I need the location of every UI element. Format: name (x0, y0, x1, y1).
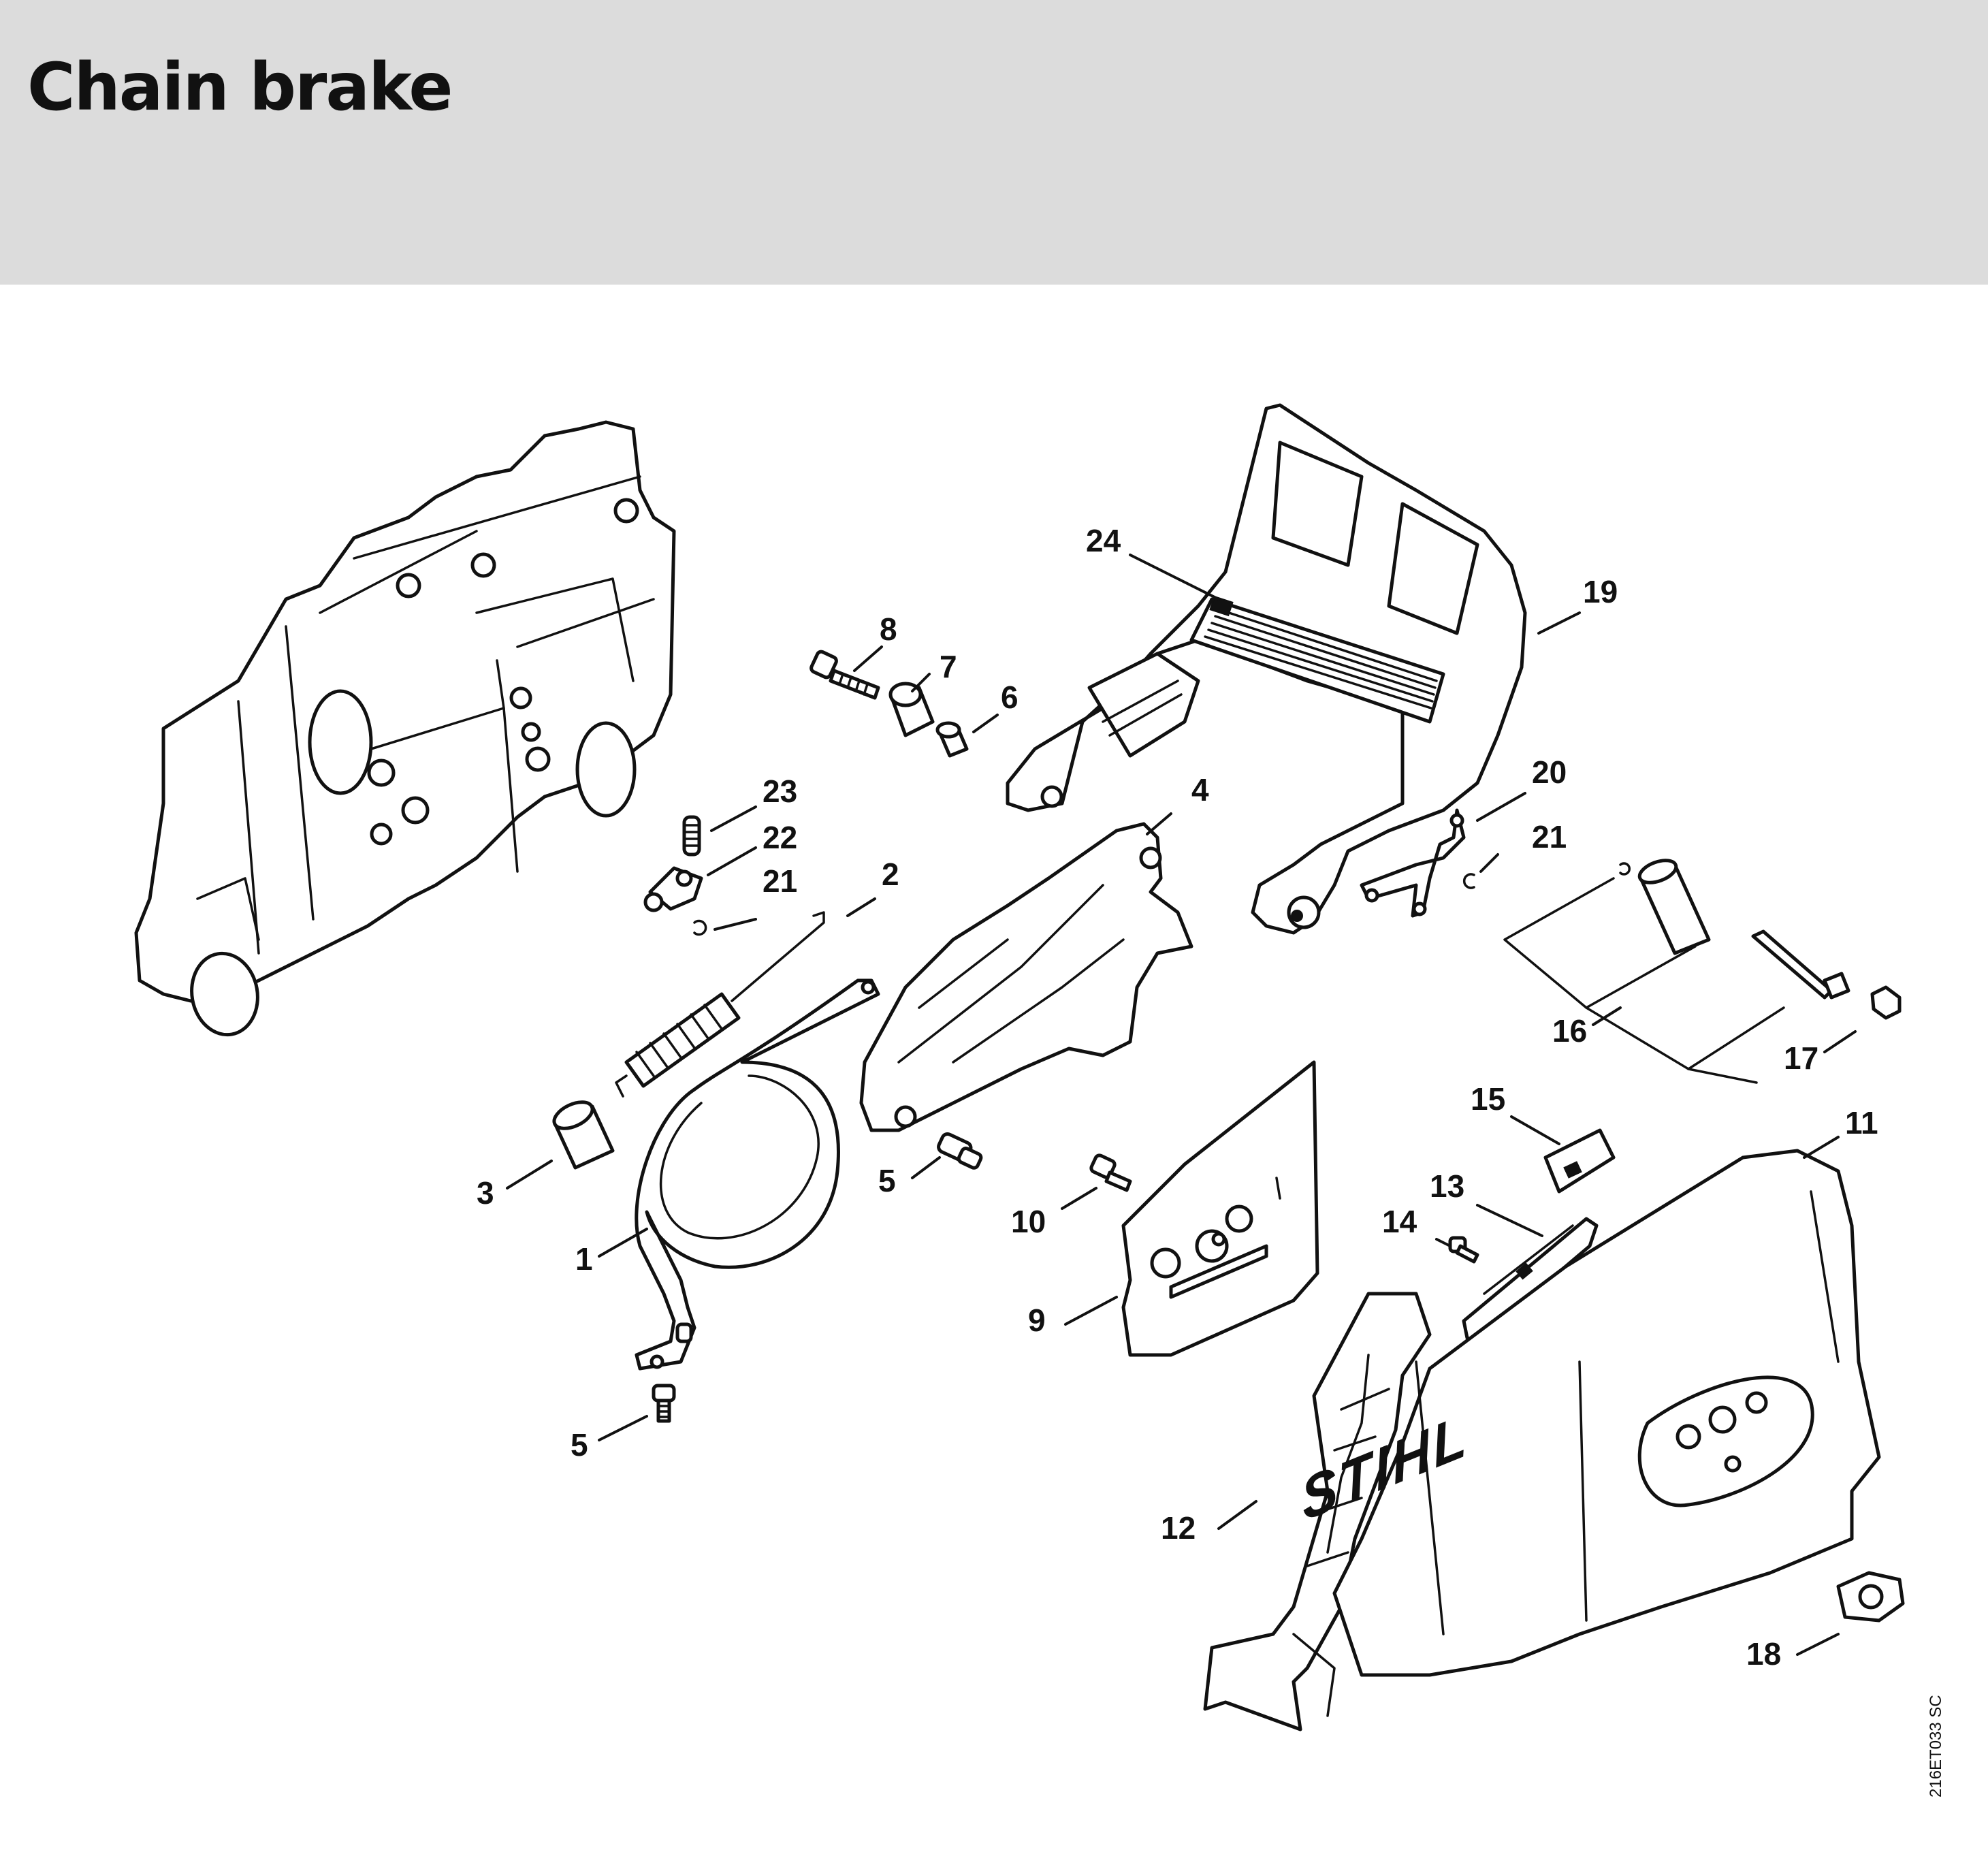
part-18-nut (1836, 1571, 1905, 1623)
callout-21-right: 21 (1532, 819, 1567, 855)
callout-20: 20 (1532, 754, 1567, 790)
callout-11: 11 (1845, 1105, 1878, 1140)
callout-8: 8 (880, 611, 897, 647)
callout-7: 7 (940, 649, 957, 684)
part-13-chain-catcher (1462, 1217, 1599, 1343)
part-4-brake-lever (859, 822, 1193, 1132)
part-8-bolt (809, 650, 880, 700)
callout-21-left: 21 (763, 863, 797, 899)
callout-4: 4 (1191, 772, 1209, 808)
callout-6: 6 (1001, 680, 1019, 715)
callout-17: 17 (1784, 1040, 1818, 1076)
callout-15: 15 (1471, 1081, 1505, 1117)
part-14-screw (1448, 1236, 1479, 1264)
part-2-tension-spring (615, 911, 825, 1098)
callout-24: 24 (1086, 523, 1121, 558)
part-6-bushing (935, 721, 969, 758)
callout-12: 12 (1161, 1510, 1196, 1546)
part-12-side-cover-strip (1203, 1292, 1432, 1731)
callout-5-lower: 5 (571, 1427, 588, 1463)
part-17-nut (1870, 985, 1902, 1020)
callout-2: 2 (882, 857, 899, 892)
part-19-hand-guard (1006, 403, 1527, 935)
part-20-linkage (1360, 808, 1466, 918)
part-15-insert (1543, 1128, 1616, 1194)
callout-5-middle: 5 (878, 1163, 896, 1198)
leader-lines (506, 554, 1857, 1656)
callout-3: 3 (477, 1175, 494, 1211)
callout-22: 22 (763, 820, 797, 855)
diagram-reference-code: 216ET033 SC (1927, 1695, 1945, 1798)
callout-10: 10 (1011, 1204, 1046, 1239)
header-band (0, 0, 1988, 285)
part-5-screw-lower (652, 1384, 676, 1423)
part-1-brake-band (635, 978, 880, 1371)
callout-13: 13 (1430, 1168, 1464, 1204)
callouts: 3 1 2 4 5 5 6 7 8 9 10 11 12 13 14 15 16… (477, 523, 1878, 1672)
callout-23: 23 (763, 773, 797, 809)
part-16-sleeve-group (1503, 859, 1850, 1084)
part-23-small-spring (682, 815, 701, 857)
part-22-lever-piece (643, 866, 703, 912)
part-3-sleeve (552, 1100, 615, 1170)
part-5-screw-middle (937, 1132, 983, 1170)
part-21-clip-right (1462, 873, 1475, 889)
part-9-cover-plate (1121, 1060, 1319, 1357)
page-title: Chain brake (27, 49, 453, 125)
callout-14: 14 (1382, 1204, 1417, 1239)
part-10-screw (1089, 1153, 1132, 1192)
callout-16: 16 (1552, 1013, 1587, 1049)
callout-18: 18 (1746, 1636, 1781, 1672)
crankcase-housing (134, 420, 676, 1037)
part-11-sprocket-cover (1332, 1149, 1881, 1677)
callout-9: 9 (1028, 1303, 1046, 1338)
callout-1: 1 (575, 1241, 593, 1277)
part-21-clip-left (693, 919, 707, 936)
callout-19: 19 (1583, 574, 1618, 609)
